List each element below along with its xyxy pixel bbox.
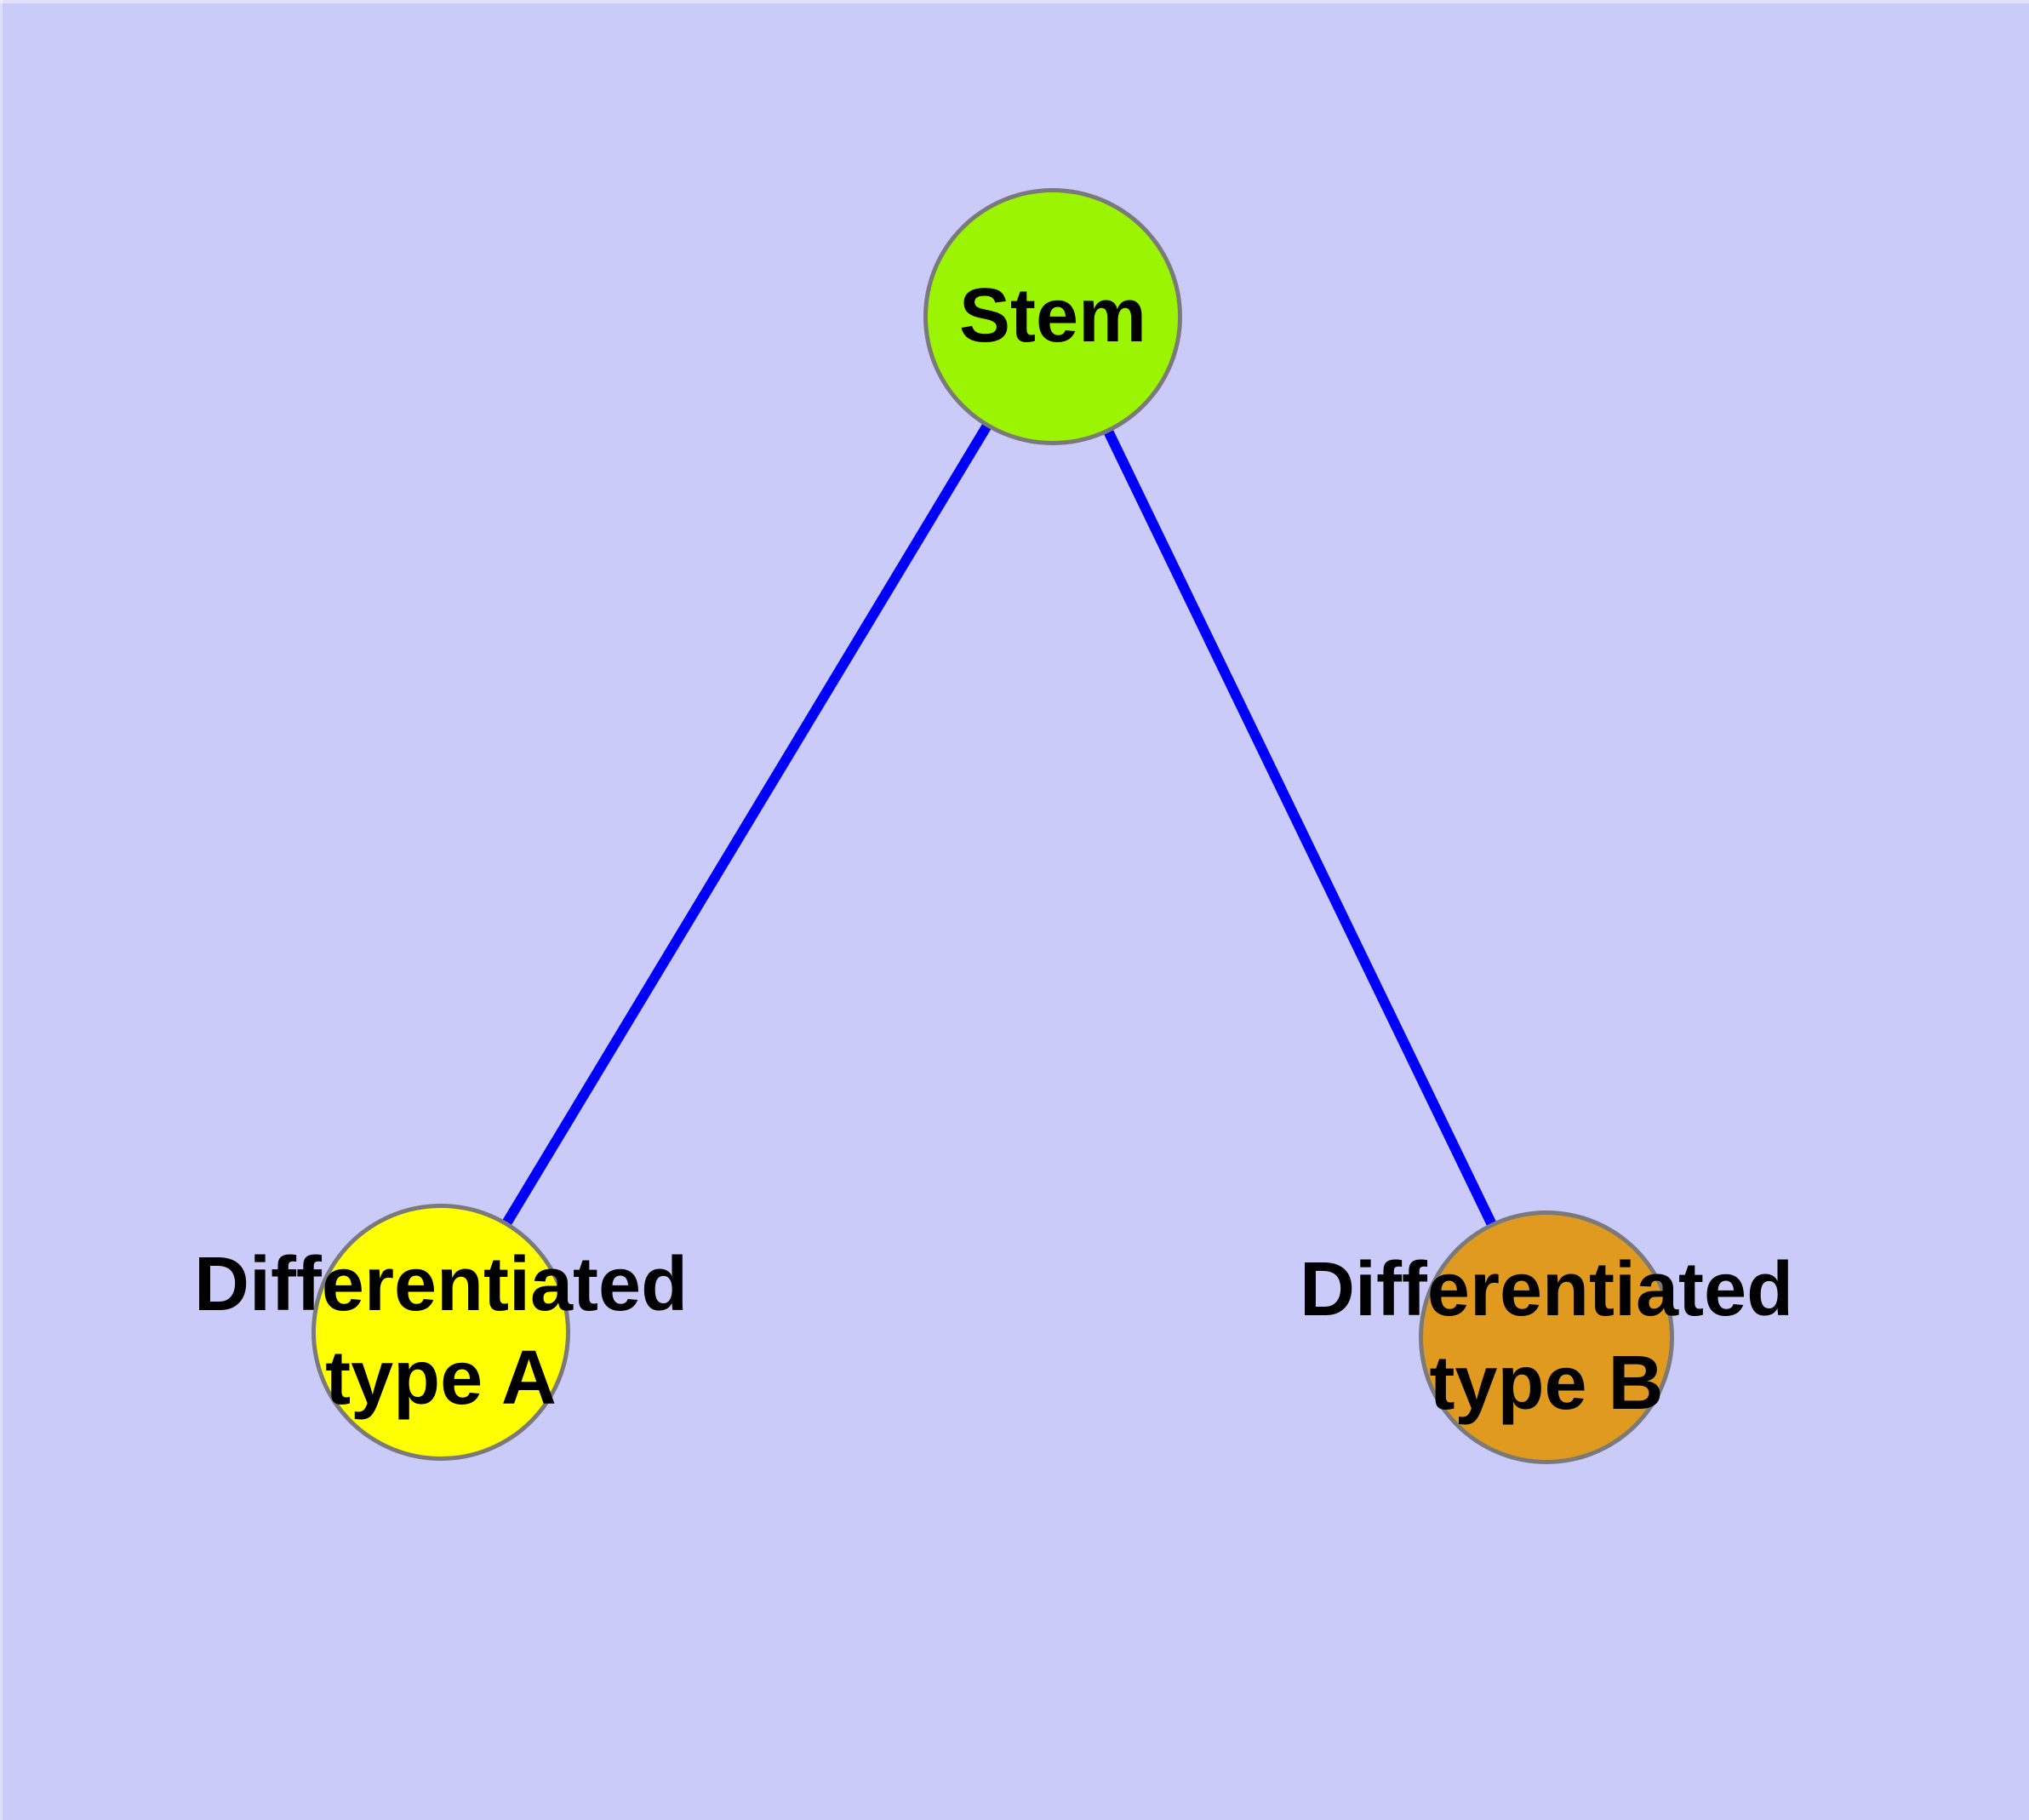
node-differentiated-type-a-label: Differentiated type A: [193, 1242, 689, 1421]
node-differentiated-type-a[interactable]: Differentiated type A: [194, 1204, 688, 1461]
edge-stem-to-type-b: [1048, 314, 1552, 1340]
node-stem-label: Stem: [958, 273, 1147, 359]
edge-stem-to-type-a: [436, 313, 1058, 1336]
node-differentiated-type-b-label: Differentiated type B: [1299, 1247, 1794, 1426]
node-stem[interactable]: Stem: [923, 188, 1182, 445]
node-differentiated-type-b[interactable]: Differentiated type B: [1300, 1210, 1793, 1464]
